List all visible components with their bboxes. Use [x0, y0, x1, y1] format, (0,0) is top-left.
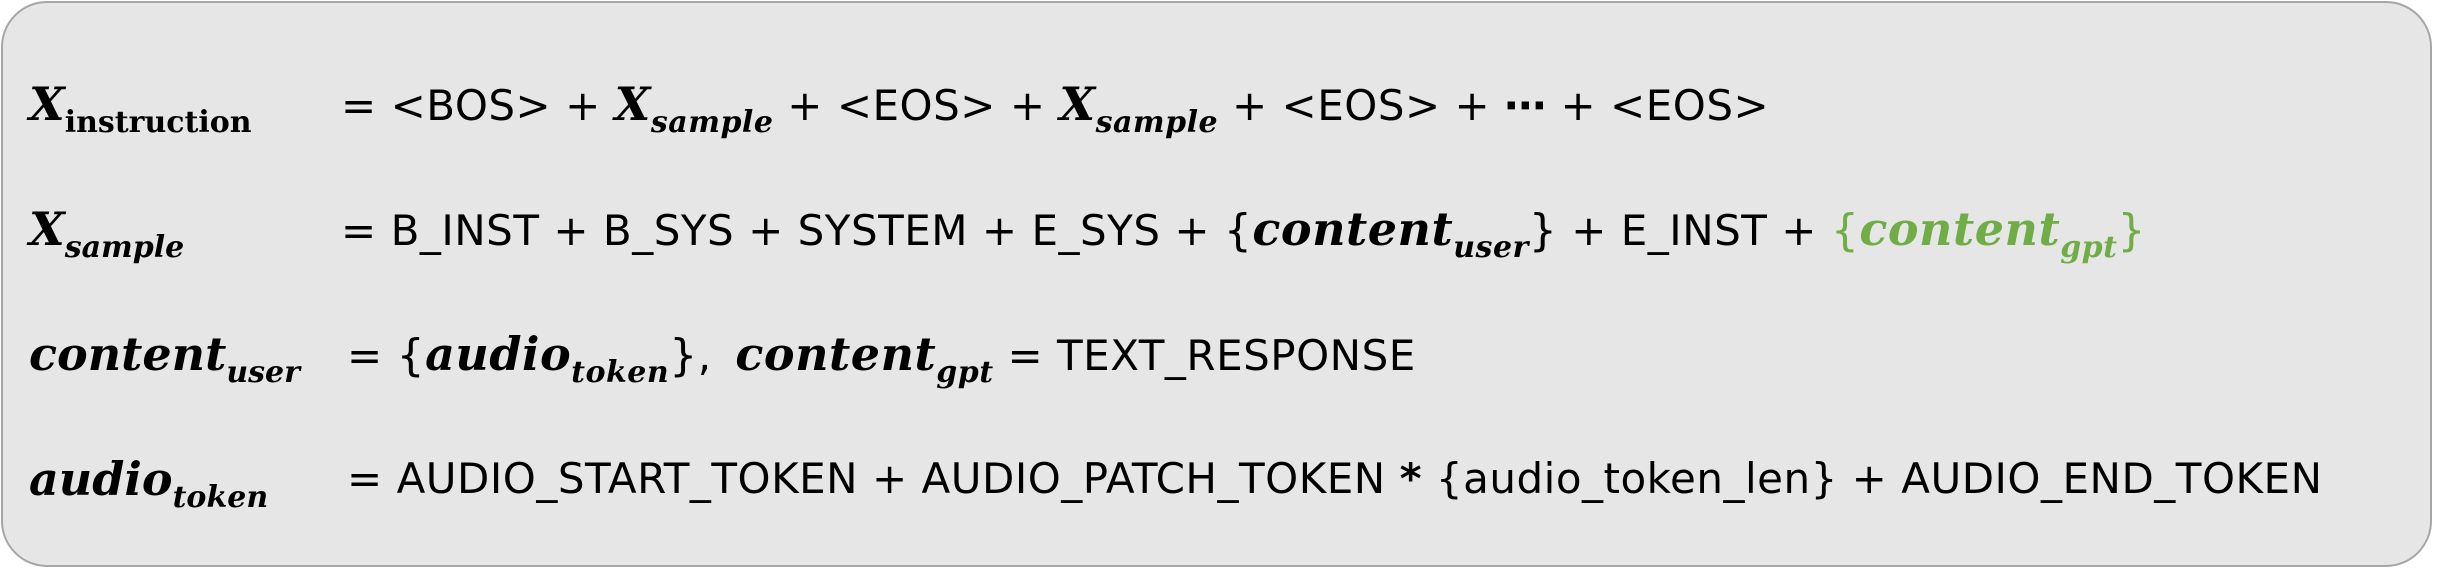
rhs-sample: = B_INST + B_SYS + SYSTEM + E_SYS + {con… — [341, 184, 2146, 293]
plus-sign: + — [748, 206, 784, 255]
subscript-user: user — [226, 355, 300, 390]
comma: , — [697, 331, 712, 380]
equals-sign: = — [1007, 331, 1044, 380]
symbol-audio: audio — [425, 327, 572, 381]
plus-sign: + — [565, 81, 601, 130]
rhs-content-user: = {audiotoken}, contentgpt = TEXT_RESPON… — [347, 309, 1416, 418]
subscript-gpt: gpt — [2060, 230, 2118, 265]
symbol-x: X — [1059, 77, 1096, 131]
token-audio-patch: AUDIO_PATCH_TOKEN — [921, 454, 1386, 503]
symbol-x: X — [614, 77, 651, 131]
plus-sign: + — [1174, 206, 1211, 255]
lhs-audio-token: audiotoken — [29, 434, 268, 543]
equals-sign: = — [341, 206, 377, 255]
term-x-sample-2: Xsample — [1059, 77, 1218, 140]
formula-row-audio-token: audiotoken = AUDIO_START_TOKEN + AUDIO_P… — [3, 434, 2430, 524]
symbol-x: X — [29, 202, 65, 256]
term-x-sample-1: Xsample — [614, 77, 774, 140]
formula-row-content-user: contentuser = {audiotoken}, contentgpt =… — [3, 309, 2430, 399]
term-content-user: {contentuser} — [1223, 202, 1558, 265]
equals-sign: = — [347, 454, 383, 503]
plus-sign: + — [981, 206, 1018, 255]
token-b-sys: B_SYS — [602, 206, 735, 255]
token-eos: <EOS> — [836, 81, 996, 130]
token-b-inst: B_INST — [390, 206, 540, 255]
audio-token-len-variable: {audio_token_len} — [1435, 454, 1838, 503]
token-text-response: TEXT_RESPONSE — [1057, 331, 1416, 380]
subscript-token: token — [172, 480, 269, 515]
symbol-content: content — [29, 327, 227, 381]
plus-sign: + — [787, 81, 823, 130]
term-audio-token: {audiotoken} — [396, 327, 698, 390]
token-audio-start: AUDIO_START_TOKEN — [396, 454, 859, 503]
plus-sign: + — [1009, 81, 1046, 130]
subscript-sample: sample — [1095, 105, 1219, 140]
plus-sign: + — [1571, 206, 1607, 255]
symbol-content: content — [1252, 202, 1454, 256]
token-system: SYSTEM — [797, 206, 969, 255]
lhs-content-user: contentuser — [29, 309, 300, 418]
symbol-content: content — [735, 327, 937, 381]
term-content-gpt-highlight: {contentgpt} — [1830, 202, 2147, 265]
lhs-x-instruction: Xinstruction — [29, 59, 252, 168]
plus-sign: + — [1781, 206, 1817, 255]
multiply-sign: * — [1399, 454, 1423, 503]
subscript-token: token — [571, 355, 670, 390]
formula-row-instruction: Xinstruction = <BOS> + Xsample + <EOS> +… — [3, 59, 2430, 149]
close-brace: } — [1528, 205, 1558, 256]
token-bos: <BOS> — [390, 81, 552, 130]
formula-row-sample: Xsample = B_INST + B_SYS + SYSTEM + E_SY… — [3, 184, 2430, 274]
open-brace: { — [1223, 205, 1253, 256]
subscript-sample: sample — [64, 230, 185, 265]
ellipsis: ⋯ — [1504, 81, 1547, 130]
token-e-inst: E_INST — [1620, 206, 1768, 255]
plus-sign: + — [1851, 454, 1888, 503]
token-audio-end: AUDIO_END_TOKEN — [1901, 454, 2323, 503]
lhs-x-sample: Xsample — [29, 184, 184, 293]
close-brace: } — [669, 330, 698, 381]
subscript-user: user — [1453, 230, 1529, 265]
symbol-content: content — [1859, 202, 2061, 256]
equals-sign: = — [341, 81, 377, 130]
symbol-x: X — [29, 77, 65, 131]
plus-sign: + — [1454, 81, 1491, 130]
close-brace: } — [2117, 205, 2147, 256]
subscript-instruction: instruction — [64, 105, 252, 140]
plus-sign: + — [1560, 81, 1597, 130]
equals-sign: = — [347, 331, 383, 380]
open-brace: { — [1830, 205, 1860, 256]
symbol-audio: audio — [29, 452, 173, 506]
term-content-gpt: contentgpt — [735, 327, 993, 390]
rhs-instruction: = <BOS> + Xsample + <EOS> + Xsample + <E… — [341, 59, 1769, 168]
token-eos: <EOS> — [1281, 81, 1441, 130]
rhs-audio-token: = AUDIO_START_TOKEN + AUDIO_PATCH_TOKEN … — [347, 434, 2323, 524]
token-e-sys: E_SYS — [1031, 206, 1161, 255]
open-brace: { — [396, 330, 426, 381]
subscript-gpt: gpt — [936, 355, 994, 390]
plus-sign: + — [553, 206, 590, 255]
plus-sign: + — [1231, 81, 1268, 130]
plus-sign: + — [871, 454, 908, 503]
subscript-sample: sample — [650, 105, 774, 140]
token-eos: <EOS> — [1610, 81, 1770, 130]
